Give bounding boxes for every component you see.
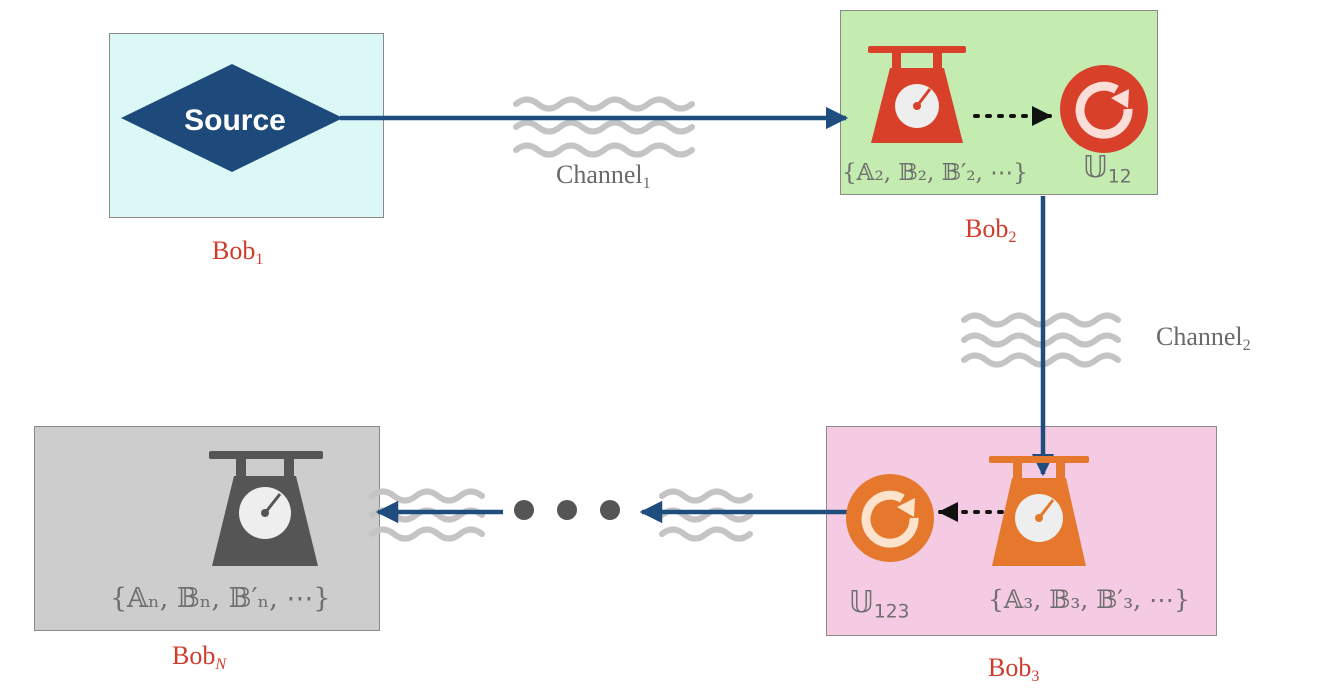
bobN-measurement-set: {𝔸ₙ, 𝔹ₙ, 𝔹′ₙ, ⋯} (110, 583, 331, 614)
bob2-measurement-set: {𝔸₂, 𝔹₂, 𝔹′₂, ⋯} (842, 160, 1028, 186)
channel3-wave-icon (659, 488, 753, 542)
ellipsis-dots (514, 500, 620, 520)
bob1-label: Bob1 (212, 236, 264, 268)
channel1-wave-icon (513, 96, 695, 158)
channel2-label: Channel2 (1156, 322, 1251, 354)
bobN-scale-icon (209, 451, 323, 566)
source-diamond (121, 64, 343, 172)
bob2-label: Bob2 (965, 214, 1017, 246)
bobN-label: BobN (172, 641, 227, 673)
bob2-unitary-icon (1060, 65, 1148, 153)
source-label: Source (184, 104, 286, 137)
bob2-unitary-label: 𝕌12 (1083, 150, 1132, 188)
bob3-label: Bob3 (988, 653, 1040, 685)
channel1-label: Channel1 (556, 160, 651, 192)
bob3-scale-icon (989, 456, 1089, 566)
bob3-measurement-set: {𝔸₃, 𝔹₃, 𝔹′₃, ⋯} (988, 585, 1190, 614)
bob3-unitary-label: 𝕌123 (849, 585, 910, 623)
bob2-scale-icon (868, 46, 966, 143)
bob3-unitary-icon (846, 474, 934, 562)
bobN-box (34, 426, 380, 631)
channelN-wave-icon (369, 488, 485, 542)
